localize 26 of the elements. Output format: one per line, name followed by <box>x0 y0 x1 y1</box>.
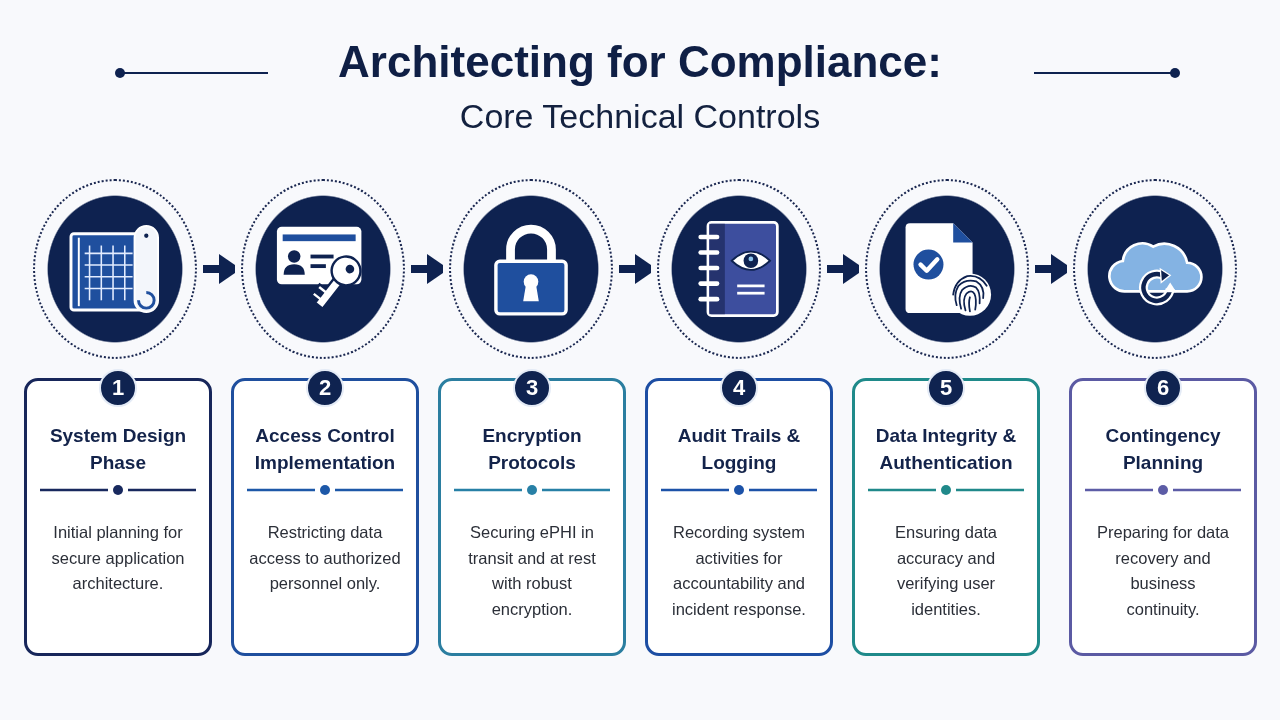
subtitle: Core Technical Controls <box>459 96 821 136</box>
step-description: Restricting data access to authorized personnel only. <box>248 522 402 594</box>
step-description: Initial planning for secure application architecture. <box>50 522 186 594</box>
step-title: Access Control Implementation <box>253 424 397 475</box>
step-card <box>1069 367 1257 656</box>
step-number: 6 <box>1144 369 1182 407</box>
step-card <box>231 367 419 656</box>
step-description: Securing ePHI in transit and at rest with robust encryption. <box>467 522 597 620</box>
step-title: Encryption Protocols <box>481 424 583 475</box>
step-number: 1 <box>99 369 137 407</box>
step-card <box>24 367 212 656</box>
title: Architecting for Compliance: <box>338 36 942 88</box>
step-title: Data Integrity & Authentication <box>874 424 1018 475</box>
step-card <box>438 367 626 656</box>
step-description: Preparing for data recovery and business continuity. <box>1095 522 1231 620</box>
step-title: Audit Trails & Logging <box>676 424 802 475</box>
step-title: Contingency Planning <box>1104 424 1222 475</box>
step-description: Ensuring data accuracy and verifying user identities. <box>894 522 998 620</box>
step-description: Recording system activities for accountability and incident response. <box>671 522 807 620</box>
step-number: 2 <box>306 369 344 407</box>
step-card <box>852 367 1040 656</box>
step-number: 4 <box>720 369 758 407</box>
step-title: System Design Phase <box>48 424 188 475</box>
step-number: 3 <box>513 369 551 407</box>
step-number: 5 <box>927 369 965 407</box>
step-card <box>645 367 833 656</box>
